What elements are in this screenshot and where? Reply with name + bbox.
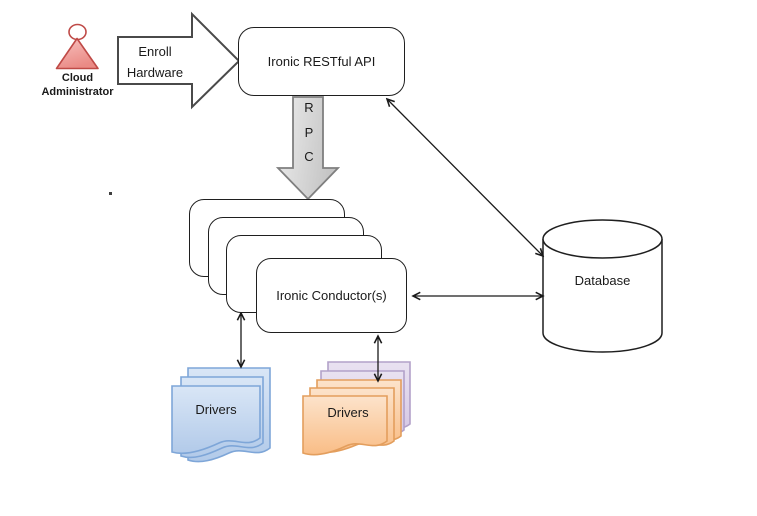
- database-cylinder-top: [542, 219, 663, 259]
- rpc-arrow: [275, 96, 341, 201]
- ironic-conductors-node: Ironic Conductor(s): [256, 258, 407, 333]
- database-cylinder: [542, 219, 663, 353]
- connectors: [241, 99, 543, 381]
- drivers-right-label: Drivers: [327, 405, 369, 420]
- cloud-administrator-icon: [55, 23, 99, 70]
- enroll-hardware-arrow: [117, 11, 241, 110]
- database-label: Database: [574, 273, 631, 288]
- drivers-left-label: Drivers: [195, 402, 237, 417]
- conductor-node-label: Ironic Conductor(s): [276, 288, 387, 303]
- person-head-icon: [68, 23, 87, 41]
- api-node-label: Ironic RESTful API: [267, 54, 376, 69]
- ironic-restful-api-node: Ironic RESTful API: [238, 27, 405, 96]
- document-shape: [302, 395, 388, 456]
- drivers-stack-right: [302, 361, 411, 456]
- database-cylinder-body: [542, 239, 663, 353]
- rpc-letter-r: R: [304, 100, 314, 115]
- rpc-letter-c: C: [304, 149, 314, 164]
- drivers-stack-left: [171, 367, 271, 463]
- api-database-connector: [387, 99, 543, 256]
- document-shape: [171, 385, 261, 455]
- cloud-administrator-label: Cloud Administrator: [41, 72, 114, 98]
- person-body-icon: [55, 37, 99, 70]
- enroll-hardware-label: Enroll Hardware: [126, 44, 184, 80]
- stray-dot-mark: [109, 192, 112, 195]
- rpc-letter-p: P: [304, 125, 314, 140]
